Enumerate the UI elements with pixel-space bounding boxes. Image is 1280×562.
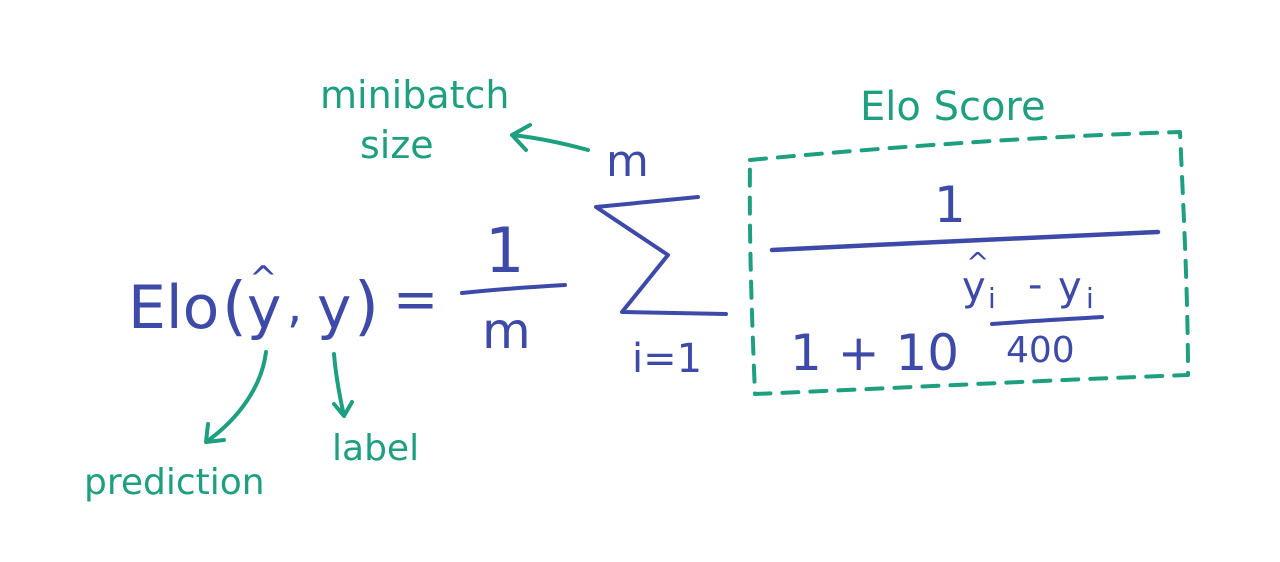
exponent-label-subscript: i <box>1086 282 1094 315</box>
exponent-fraction-bar <box>990 315 1104 326</box>
equals-sign: = <box>393 268 438 331</box>
lhs-comma: , <box>287 278 302 334</box>
elo-score-dashed-box <box>747 130 1190 396</box>
exponent-prediction-subscript: i <box>988 282 996 315</box>
minibatch-arrow <box>510 123 590 152</box>
score-numerator: 1 <box>934 176 966 234</box>
exponent-prediction-hat: ^ <box>966 246 989 279</box>
lhs-label-symbol: y <box>317 274 351 342</box>
coefficient-numerator: 1 <box>485 214 524 287</box>
exponent-minus: - <box>1028 262 1042 308</box>
prediction-arrow <box>204 350 268 444</box>
exponent-label: y <box>1058 264 1082 310</box>
sum-upper-limit: m <box>606 136 649 187</box>
coefficient-denominator: m <box>482 302 531 360</box>
lhs-open-paren: ( <box>222 270 247 344</box>
minibatch-annotation-line1: minibatch <box>320 73 510 117</box>
exponent-prediction: y <box>962 264 986 310</box>
lhs-prediction-hat: ^ <box>249 259 278 299</box>
score-fraction-bar <box>769 229 1161 253</box>
summation-sigma <box>594 195 728 316</box>
label-arrow <box>332 352 354 418</box>
exponent-denominator: 400 <box>1006 330 1075 371</box>
score-denominator-base: 1 + 10 <box>790 324 959 382</box>
label-annotation: label <box>332 428 419 469</box>
lhs-prediction-symbol: y <box>247 274 281 342</box>
sum-lower-limit: i=1 <box>632 336 702 382</box>
elo-score-annotation: Elo Score <box>860 84 1046 130</box>
minibatch-annotation-line2: size <box>360 123 434 167</box>
coefficient-fraction-bar <box>460 283 567 295</box>
elo-function-name: Elo <box>128 273 219 343</box>
lhs-close-paren: ) <box>354 270 379 344</box>
prediction-annotation: prediction <box>84 462 265 503</box>
